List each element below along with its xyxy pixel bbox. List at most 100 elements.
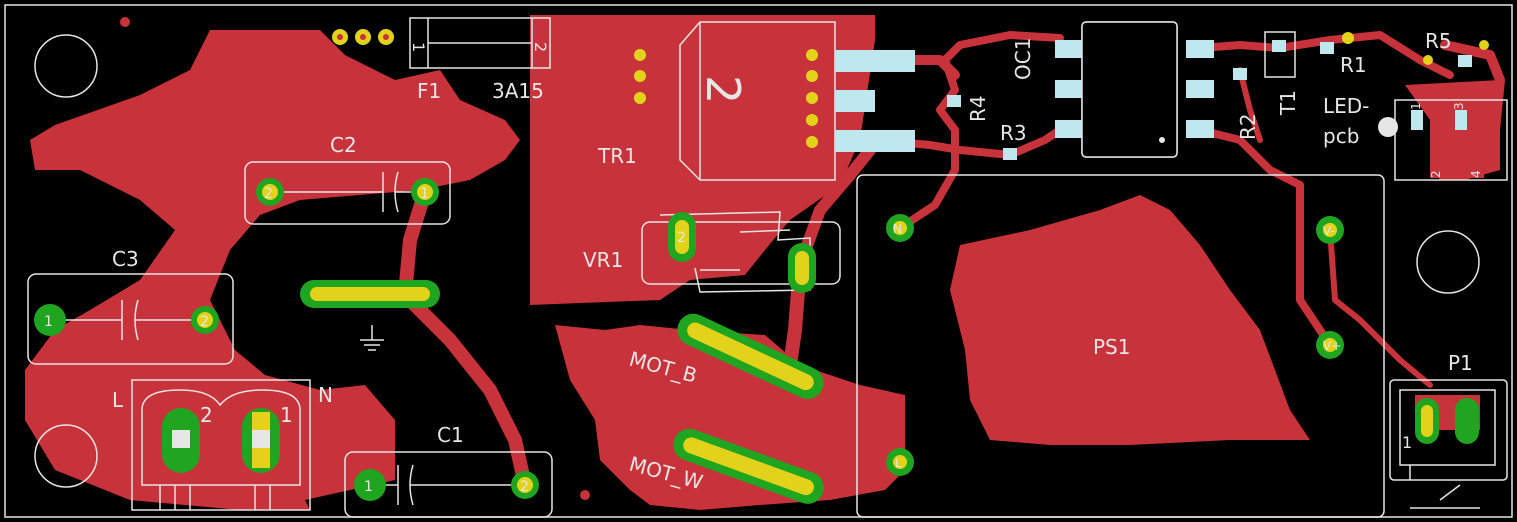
label-c3-pin2: 2	[200, 314, 209, 330]
t1-pad	[1272, 40, 1286, 52]
label-fuse-pin2: 2	[531, 42, 550, 52]
label-vr1-pin: 2	[677, 230, 686, 246]
p1-outline	[1389, 379, 1508, 481]
label-terminal-pin2: 2	[200, 403, 213, 427]
label-c1: C1	[437, 423, 464, 447]
via-r5b	[1479, 40, 1489, 50]
vr1-pad-left-inner	[675, 220, 689, 254]
r1-pad	[1320, 42, 1334, 54]
c1-pad-right-ring	[517, 477, 533, 493]
vr1-outline	[641, 221, 841, 285]
via-tr-3	[806, 92, 818, 104]
oc1-body	[1081, 21, 1178, 158]
label-c2-pin1: 2	[264, 186, 273, 202]
led-pad-3	[1455, 110, 1467, 130]
label-led-pin2: 2	[1429, 170, 1443, 178]
label-terminal-l: L	[112, 388, 124, 412]
label-p1-pin: 1	[1402, 433, 1412, 452]
copper-pour-led	[1405, 80, 1500, 180]
label-terminal-pin1: 1	[280, 403, 293, 427]
mot-w-pad-inner	[683, 437, 814, 496]
oc1-pad-2	[1055, 80, 1083, 98]
t1-outline	[1264, 31, 1296, 78]
copper-pour-mains	[25, 30, 520, 510]
mot-b-connector	[677, 313, 824, 399]
label-r4: R4	[966, 95, 990, 122]
mounting-holes	[34, 34, 1480, 488]
ps1-pin-n-ring	[893, 221, 907, 235]
tr1-pad-top	[835, 50, 915, 72]
led-pcb-outline	[1394, 99, 1508, 181]
trace-vplus	[1327, 227, 1433, 388]
oc1-pin1-dot	[1159, 137, 1165, 143]
label-ps1-pin-vminus: V-	[1323, 224, 1335, 238]
via-tr-2	[806, 70, 818, 82]
label-tr1-num: 2	[696, 75, 750, 104]
through-hole-pads	[34, 29, 1489, 504]
p1-inner	[1399, 389, 1496, 466]
fiducial-top	[120, 17, 130, 27]
trace-t1-r2	[1237, 67, 1263, 143]
c3-pad-left	[34, 304, 66, 336]
tr1-pad-bottom	[835, 130, 915, 152]
via-2	[634, 70, 646, 82]
label-c3-pin1: 1	[44, 314, 53, 330]
via-3	[634, 92, 646, 104]
led-marker	[1378, 117, 1398, 137]
terminal-block-outline	[131, 379, 311, 511]
via-1	[634, 49, 646, 61]
label-r3: R3	[1000, 121, 1027, 145]
mounting-hole-top-left	[34, 34, 98, 98]
oc1-pad-3	[1055, 120, 1083, 138]
oc1-pad-6	[1186, 120, 1214, 138]
led-pad-4	[1470, 160, 1484, 178]
label-c1-pin2: 2	[520, 479, 529, 495]
label-vr1: VR1	[583, 248, 623, 272]
f1-pad-b-hole	[360, 34, 366, 40]
label-led-pin1: 1	[1409, 102, 1423, 110]
label-tr1: TR1	[597, 144, 637, 168]
smd-pads	[835, 40, 1472, 160]
label-t1: T1	[1276, 90, 1300, 116]
label-ps1: PS1	[1093, 335, 1130, 359]
board-outline	[4, 4, 1513, 518]
led-pad-2	[1430, 160, 1444, 178]
copper-pour-transformer	[530, 15, 875, 305]
label-c2: C2	[330, 133, 357, 157]
r3-pad	[1003, 148, 1017, 160]
p1-pad-1-inner	[1421, 405, 1433, 437]
label-r2: R2	[1236, 113, 1260, 140]
c3-pad-right-ring	[197, 312, 213, 328]
vr1-line1	[739, 229, 791, 233]
via-r5a	[1423, 55, 1433, 65]
vr1-pad-right-inner	[795, 251, 809, 285]
label-c3: C3	[112, 247, 139, 271]
c2-outline	[244, 161, 451, 225]
f1-pad-c-hole	[383, 34, 389, 40]
fuse-f1-body	[409, 17, 551, 69]
label-oc1: OC1	[1011, 38, 1035, 80]
oc1-pad-1	[1055, 40, 1083, 58]
label-ps1-pin-vplus: V+	[1323, 339, 1341, 353]
trace-oc1-r2	[1196, 126, 1334, 349]
ps1-pin-vminus-ring	[1323, 223, 1337, 237]
ps1-pin-l-ring	[893, 455, 907, 469]
trace-c2-c1	[398, 185, 532, 492]
c3-outline	[27, 273, 234, 365]
trace-r1-t1	[1196, 31, 1454, 79]
c1-pad-left	[354, 469, 386, 501]
label-ps1-pin-n: N	[893, 222, 902, 236]
terminal-pad-2-hole	[172, 430, 190, 448]
led-pad-1	[1411, 110, 1423, 130]
label-led-pin4: 4	[1469, 170, 1483, 178]
label-led-line1: LED-	[1323, 94, 1369, 118]
via-tr-4	[806, 114, 818, 126]
ps1-pin-vplus-ring	[1323, 338, 1337, 352]
r4-pad	[947, 95, 961, 107]
terminal-pad-1-hole	[252, 430, 270, 448]
label-p1: P1	[1448, 351, 1473, 375]
p1-pad-2	[1455, 398, 1479, 444]
label-ps1-pin-l: L	[895, 456, 902, 470]
mot-w-connector	[673, 428, 824, 504]
